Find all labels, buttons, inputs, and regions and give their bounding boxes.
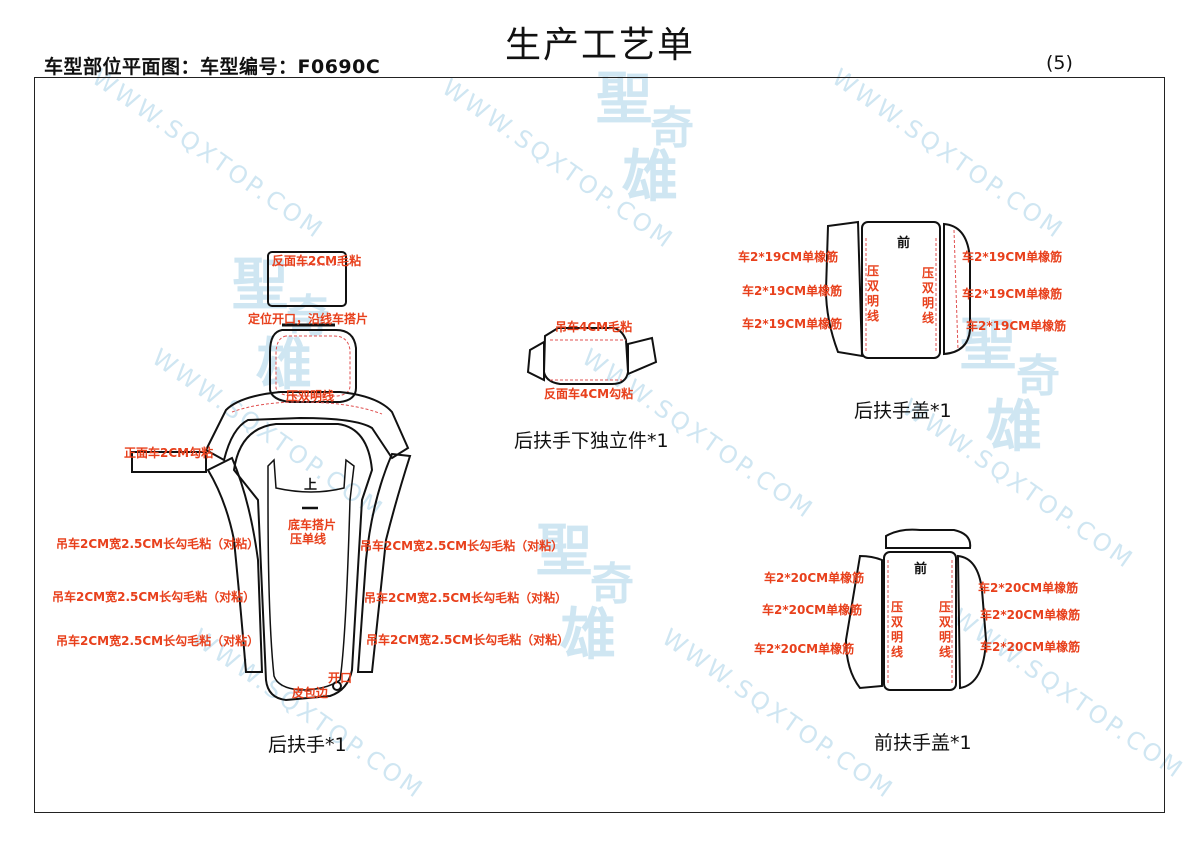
rear-armrest-lower-caption: 后扶手下独立件*1 xyxy=(514,430,669,452)
front-cover-right-flap xyxy=(956,554,988,690)
note-front-cover-right-1: 车2*20CM单橡筋 xyxy=(978,581,1079,595)
note-top-block: 反面车2CM毛粘 xyxy=(272,254,362,268)
note-right-3: 吊车2CM宽2.5CM长勾毛粘（对粘） xyxy=(366,633,570,647)
note-front-cover-right-2: 车2*20CM单橡筋 xyxy=(980,608,1081,622)
front-cover-top-bar xyxy=(885,528,972,549)
model-number-label: 车型部位平面图：车型编号：F0690C xyxy=(44,56,381,78)
note-front-cover-right-3: 车2*20CM单橡筋 xyxy=(980,640,1081,654)
stitch-line xyxy=(275,335,351,397)
note-rear-cover-right-3: 车2*19CM单橡筋 xyxy=(966,319,1067,333)
front-mark: 前 xyxy=(914,562,928,577)
watermark-logo: 雄 xyxy=(560,602,616,668)
note-right-2: 吊车2CM宽2.5CM长勾毛粘（对粘） xyxy=(364,591,568,605)
note-front-cover-left-2: 车2*20CM单橡筋 xyxy=(762,603,863,617)
rear-cover-center xyxy=(861,221,941,359)
note-single-line: 压单线 xyxy=(290,532,327,546)
note-lower-top: 吊车4CM毛粘 xyxy=(555,320,633,334)
front-cover-left-flap xyxy=(844,554,883,690)
note-opening: 开口 xyxy=(328,671,353,685)
note-rear-cover-inner-right: 压双明线 xyxy=(921,266,934,325)
note-rear-cover-inner-left: 压双明线 xyxy=(866,264,879,323)
lower-part-left-flap xyxy=(526,340,545,382)
stitch-line xyxy=(865,238,937,352)
note-right-1: 吊车2CM宽2.5CM长勾毛粘（对粘） xyxy=(360,539,564,553)
note-double-line: 压双明线 xyxy=(286,389,335,403)
rear-cover-left-flap xyxy=(824,220,864,358)
lower-part-body xyxy=(542,327,630,385)
stitch-line xyxy=(953,229,959,351)
opening-mark xyxy=(332,681,342,691)
note-left-3: 吊车2CM宽2.5CM长勾毛粘（对粘） xyxy=(56,634,260,648)
rear-armrest-left-strip xyxy=(206,456,264,673)
rear-armrest-top-block xyxy=(267,251,347,307)
drawing-frame xyxy=(34,77,1165,813)
note-front-cover-left-3: 车2*20CM单橡筋 xyxy=(754,642,855,656)
note-bottom-strip: 底车搭片 xyxy=(288,518,337,532)
document-title: 生产工艺单 xyxy=(504,25,695,66)
watermark-logo: 雄 xyxy=(256,332,312,398)
front-mark: 前 xyxy=(897,236,911,251)
note-front-cover-inner-left: 压双明线 xyxy=(890,600,903,659)
note-lower-bottom: 反面车4CM勾粘 xyxy=(544,387,634,401)
watermark-logo: 奇 xyxy=(650,103,694,154)
note-left-1: 吊车2CM宽2.5CM长勾毛粘（对粘） xyxy=(56,537,260,551)
rear-cover-right-flap xyxy=(943,222,971,356)
note-rear-cover-left-2: 车2*19CM单橡筋 xyxy=(742,284,843,298)
watermark-logo: 雄 xyxy=(622,144,678,210)
note-left-tab: 正面车2CM勾粘 xyxy=(124,446,214,460)
front-cover-center xyxy=(883,551,957,691)
stitch-line xyxy=(887,560,953,684)
note-rear-cover-left-3: 车2*19CM单橡筋 xyxy=(742,317,843,331)
front-armrest-cover-caption: 前扶手盖*1 xyxy=(874,732,972,754)
rear-armrest-main-body xyxy=(232,423,374,702)
lower-part-right-flap xyxy=(627,336,658,376)
note-front-cover-inner-right: 压双明线 xyxy=(938,600,951,659)
note-positioning: 定位开口，沿线车搭片 xyxy=(248,312,369,326)
rear-armrest-cover-caption: 后扶手盖*1 xyxy=(854,400,952,422)
rear-armrest-caption: 后扶手*1 xyxy=(268,734,347,756)
up-mark: 上 xyxy=(304,478,318,493)
rear-armrest-inner-panel xyxy=(267,458,355,691)
stitch-line xyxy=(550,339,626,381)
note-rear-cover-left-1: 车2*19CM单橡筋 xyxy=(738,250,839,264)
rear-armrest-left-tab xyxy=(131,451,207,473)
note-rear-cover-right-1: 车2*19CM单橡筋 xyxy=(962,250,1063,264)
note-rear-cover-right-2: 车2*19CM单橡筋 xyxy=(962,287,1063,301)
note-front-cover-left-1: 车2*20CM单橡筋 xyxy=(764,571,865,585)
watermark-logo: 奇 xyxy=(286,291,330,342)
watermark-logo: 聖 xyxy=(536,518,592,584)
watermark-logo: 奇 xyxy=(590,559,634,610)
rear-armrest-right-strip xyxy=(356,452,412,673)
note-left-2: 吊车2CM宽2.5CM长勾毛粘（对粘） xyxy=(52,590,256,604)
watermark-logo: 奇 xyxy=(1016,351,1060,402)
stitch-line xyxy=(231,401,383,415)
page-number: (5) xyxy=(1046,52,1073,74)
rear-armrest-head-panel xyxy=(269,329,357,403)
rear-armrest-shoulder-band xyxy=(204,391,410,462)
watermark-logo: 雄 xyxy=(986,394,1042,460)
note-leather-edge: 皮包边 xyxy=(292,686,329,700)
